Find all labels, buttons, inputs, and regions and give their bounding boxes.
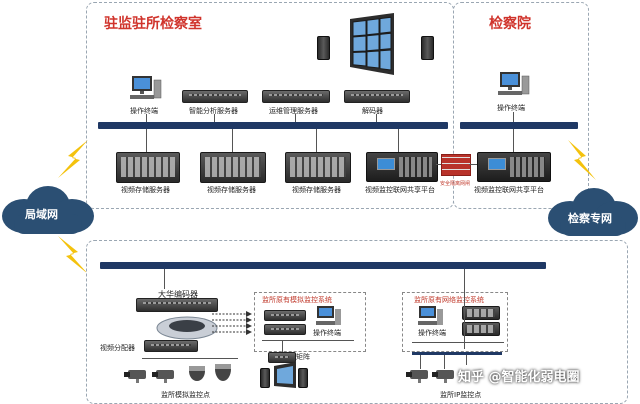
video-storage-server-2 — [200, 152, 266, 183]
video-sharing-platform-right-label: 视频监控联网共享平台 — [474, 186, 544, 194]
video-sharing-platform-right — [477, 152, 551, 182]
analog-system-title: 监所原有模拟监控系统 — [262, 296, 332, 304]
procuratorate-title: 检察院 — [489, 16, 531, 32]
video-sharing-platform-left-label: 视频监控联网共享平台 — [365, 186, 435, 194]
analog-recorder-2 — [264, 324, 306, 335]
lightning-top-left-icon — [58, 140, 88, 178]
procuratorate-operator-computer-icon — [498, 72, 530, 95]
analog-operator-computer-icon — [316, 306, 341, 325]
procuratorate-net-cloud-icon — [548, 188, 638, 236]
matrix-tower-left — [260, 368, 270, 388]
ip-camera-2-icon — [432, 370, 454, 383]
matrix-label: 矩阵 — [296, 353, 310, 361]
video-sharing-platform-left — [366, 152, 438, 182]
intelligent-analysis-server — [182, 90, 248, 103]
procuratorate-bus — [460, 122, 578, 129]
matrix-tower-right — [298, 368, 308, 388]
tower-server-right — [421, 36, 434, 60]
encoder-device — [136, 298, 218, 312]
network-storage-2 — [462, 322, 500, 336]
lan-label: 局域网 — [25, 208, 58, 221]
monitoring-bus — [100, 262, 546, 269]
network-system-title: 监所原有网络监控系统 — [414, 296, 484, 304]
network-storage-1 — [462, 306, 500, 320]
splitter-device — [144, 340, 198, 352]
video-storage-server-3 — [285, 152, 351, 183]
ip-points-label: 监所IP监控点 — [440, 391, 482, 399]
security-isolation-gateway-label: 安全隔离网闸 — [440, 181, 471, 187]
encoder-dome-icon — [156, 316, 218, 340]
decoder-device — [344, 90, 410, 103]
analog-system-box — [254, 292, 366, 352]
video-storage-server-3-label: 视频存储服务器 — [292, 186, 341, 194]
prison-office-title: 驻监驻所检察室 — [104, 16, 202, 32]
network-system-box — [402, 292, 508, 352]
tower-server-left — [317, 36, 330, 60]
encoder-label: 大华编码器 — [158, 290, 198, 299]
matrix-device — [268, 352, 296, 363]
analog-camera-1-icon — [124, 370, 146, 383]
analog-operator-label: 操作终端 — [313, 329, 341, 337]
video-storage-server-1 — [116, 152, 180, 183]
analog-dome-camera-1-icon — [189, 366, 205, 381]
signal-arrows-icon — [212, 311, 252, 335]
matrix-monitor-icon — [274, 362, 296, 388]
prison-office-bus — [98, 122, 448, 129]
lan-cloud-icon — [2, 186, 94, 234]
network-operator-computer-icon — [418, 306, 443, 325]
network-operator-label: 操作终端 — [418, 329, 446, 337]
security-isolation-gateway — [441, 154, 471, 176]
analog-recorder-1 — [264, 310, 306, 321]
decoder-label: 解码器 — [362, 107, 383, 115]
procuratorate-net-label: 检察专网 — [568, 212, 612, 225]
lightning-bottom-left-icon — [58, 236, 88, 274]
analog-points-label: 监所模拟监控点 — [161, 391, 210, 399]
intelligent-analysis-server-label: 智能分析服务器 — [189, 107, 238, 115]
watermark: 知乎 @智能化弱电圈 — [458, 370, 580, 385]
analog-camera-2-icon — [152, 370, 174, 383]
ip-camera-1-icon — [406, 370, 428, 383]
video-storage-server-2-label: 视频存储服务器 — [207, 186, 256, 194]
video-wall-icon — [350, 13, 394, 75]
ops-management-server-label: 运维管理服务器 — [269, 107, 318, 115]
ops-management-server — [262, 90, 330, 103]
lightning-top-right-icon — [568, 140, 596, 180]
splitter-label: 视频分配器 — [100, 344, 135, 352]
analog-dome-camera-2-icon — [215, 364, 231, 381]
procuratorate-operator-label: 操作终端 — [497, 104, 525, 112]
video-storage-server-1-label: 视频存储服务器 — [121, 186, 170, 194]
operator-label: 操作终端 — [130, 107, 158, 115]
operator-computer-icon — [130, 76, 162, 99]
